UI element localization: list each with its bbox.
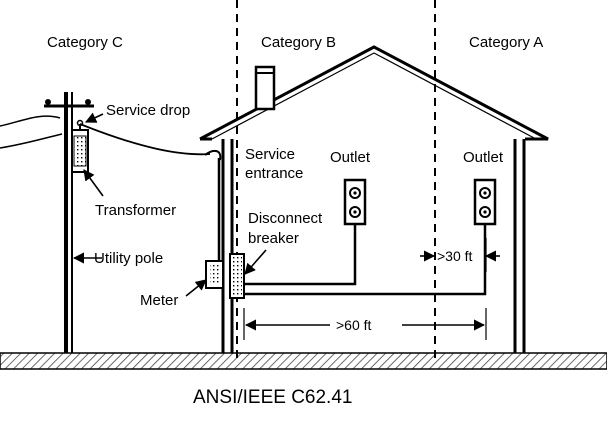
ground-strip bbox=[0, 352, 607, 370]
transformer-label: Transformer bbox=[95, 202, 177, 219]
chimney bbox=[254, 65, 276, 111]
category-b-label: Category B bbox=[261, 34, 337, 51]
category-a-label: Category A bbox=[469, 34, 544, 51]
standard-caption: ANSI/IEEE C62.41 bbox=[193, 387, 353, 408]
utility-pole-label: Utility pole bbox=[94, 250, 164, 267]
service-entrance-label-line1: Service bbox=[245, 146, 296, 163]
dimension-30ft bbox=[420, 238, 500, 272]
disconnect-label-line2: breaker bbox=[248, 230, 299, 247]
service-drop-wire bbox=[79, 123, 211, 156]
meter-label: Meter bbox=[140, 292, 179, 309]
outlet-a-graphic bbox=[473, 178, 497, 226]
outlet-b-graphic bbox=[343, 178, 367, 226]
service-drop-label: Service drop bbox=[106, 102, 191, 119]
dimension-30ft-label: >30 ft bbox=[437, 248, 473, 264]
utility-pole-graphic bbox=[0, 92, 94, 353]
dimension-60ft-label: >60 ft bbox=[336, 317, 372, 333]
service-entrance-label-line2: entrance bbox=[245, 165, 304, 182]
branch-wire-a bbox=[244, 224, 487, 296]
outlet-a-label: Outlet bbox=[463, 149, 504, 166]
dimension-60ft bbox=[243, 308, 487, 340]
outlet-b-label: Outlet bbox=[330, 149, 371, 166]
branch-wire-b bbox=[244, 224, 357, 286]
disconnect-breaker-graphic bbox=[229, 253, 245, 299]
disconnect-label-line1: Disconnect bbox=[248, 210, 323, 227]
house-outline bbox=[199, 45, 549, 353]
category-c-label: Category C bbox=[47, 34, 123, 51]
roof-inner-edge bbox=[211, 52, 537, 140]
leader-arrows bbox=[72, 112, 267, 297]
meter-graphic bbox=[205, 260, 224, 289]
transformer-graphic bbox=[71, 119, 89, 173]
